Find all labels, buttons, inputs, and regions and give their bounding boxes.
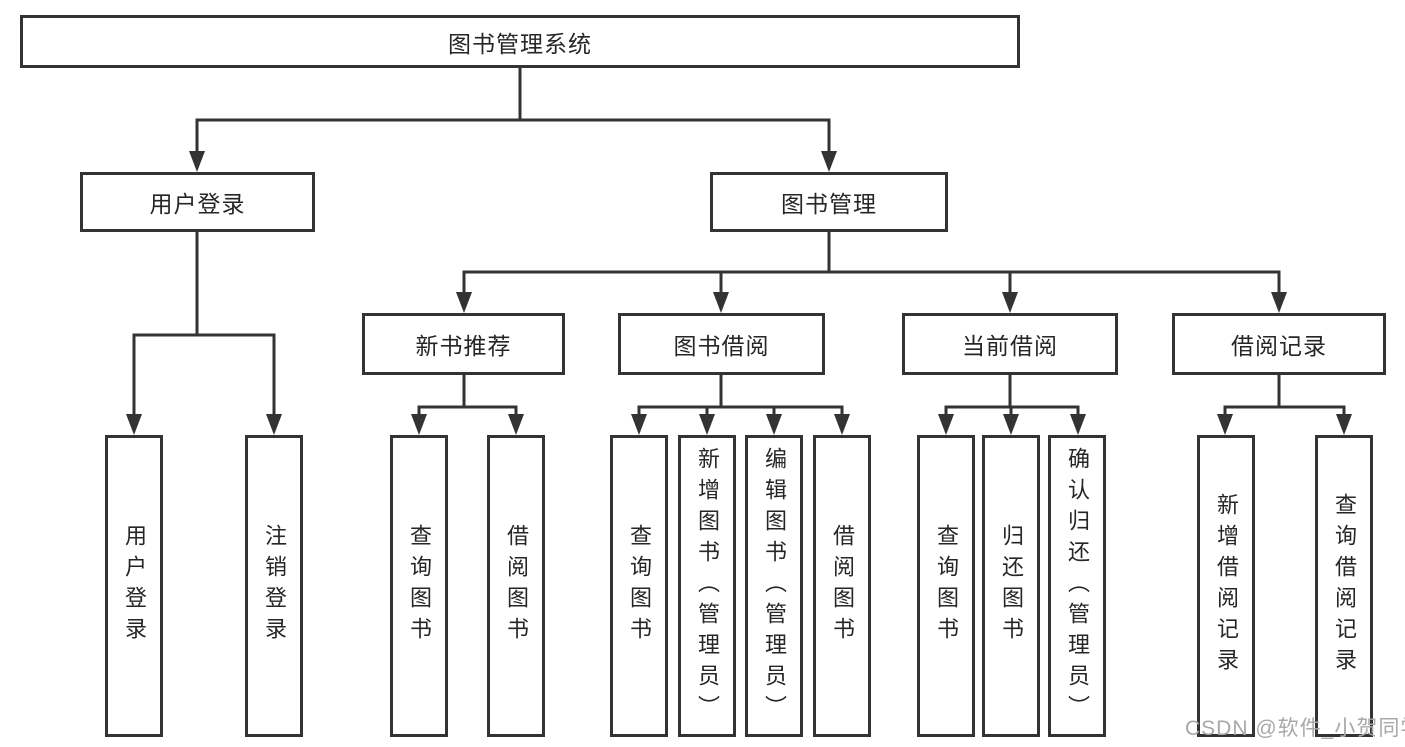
- leaf-logout: 注销登录: [245, 435, 303, 737]
- leaf-return-book: 归还图书: [982, 435, 1040, 737]
- leaf-borrow-books-recommend: 借阅图书: [487, 435, 545, 737]
- node-new-book-recommend: 新书推荐: [362, 313, 565, 375]
- arrowhead-icons: [126, 151, 1352, 435]
- leaf-borrow-books-borrowing: 借阅图书: [813, 435, 871, 737]
- leaf-query-borrow-record: 查询借阅记录: [1315, 435, 1373, 737]
- node-book-management-branch: 图书管理: [710, 172, 948, 232]
- watermark: CSDN @软件_小贺同学: [1185, 717, 1405, 740]
- leaf-query-books-borrowing: 查询图书: [610, 435, 668, 737]
- node-borrowing-records: 借阅记录: [1172, 313, 1386, 375]
- node-user-login-branch: 用户登录: [80, 172, 315, 232]
- leaf-query-books-recommend: 查询图书: [390, 435, 448, 737]
- leaf-query-books-current: 查询图书: [917, 435, 975, 737]
- leaf-confirm-return-admin: 确认归还（管理员）: [1048, 435, 1106, 737]
- node-library-system: 图书管理系统: [20, 15, 1020, 68]
- leaf-add-borrow-record: 新增借阅记录: [1197, 435, 1255, 737]
- leaf-user-login: 用户登录: [105, 435, 163, 737]
- node-current-borrowing: 当前借阅: [902, 313, 1118, 375]
- leaf-edit-book-admin: 编辑图书（管理员）: [745, 435, 803, 737]
- node-book-borrowing: 图书借阅: [618, 313, 825, 375]
- leaf-add-book-admin: 新增图书（管理员）: [678, 435, 736, 737]
